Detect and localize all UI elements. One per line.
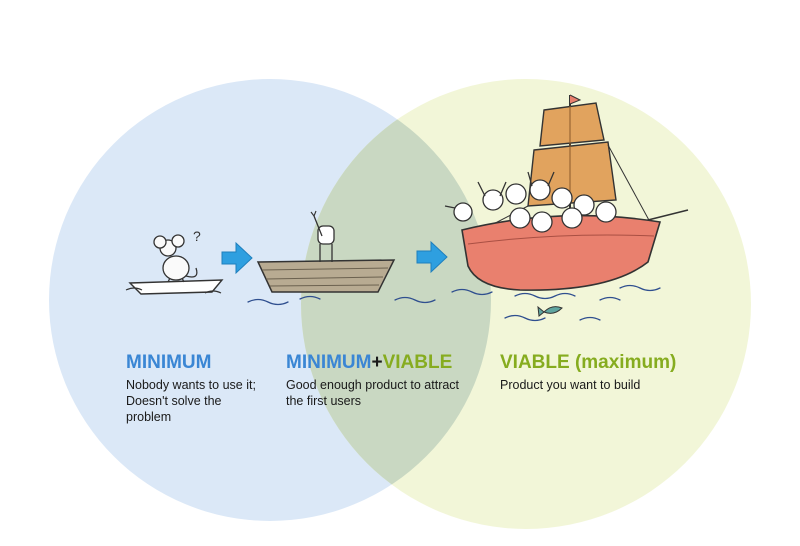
minimum-desc-line-3: problem [126, 410, 172, 424]
mvp-desc-line-1: Good enough product to attract [286, 378, 460, 392]
viable-title: VIABLE (maximum) [500, 352, 677, 373]
minimum-description: Nobody wants to use it; Doesn't solve th… [126, 377, 286, 425]
mouse-raft [125, 279, 224, 295]
minimum-section: MINIMUM Nobody wants to use it; Doesn't … [126, 352, 286, 425]
mvp-desc-line-2: the first users [286, 394, 362, 408]
minimum-viable-description: Good enough product to attract the first… [286, 377, 496, 409]
mvp-title-viable: VIABLE [382, 352, 453, 373]
mvp-title-minimum: MINIMUM [286, 352, 372, 373]
minimum-desc-line-2: Doesn't solve the [126, 394, 222, 408]
wooden-boat-icon [256, 210, 396, 293]
overlap-region [301, 79, 491, 521]
minimum-viable-title: MINIMUM+VIABLE [286, 352, 496, 374]
arrow-right-icon [221, 241, 253, 275]
viable-section: VIABLE (maximum) Product you want to bui… [500, 352, 700, 393]
mouse-icon [153, 234, 198, 283]
minimum-viable-section: MINIMUM+VIABLE Good enough product to at… [286, 352, 496, 409]
fish-icon [537, 305, 563, 317]
minimum-title: MINIMUM [126, 352, 212, 373]
viable-description: Product you want to build [500, 377, 700, 393]
minimum-desc-line-1: Nobody wants to use it; [126, 378, 256, 392]
pirate-ship-icon [444, 94, 689, 291]
question-mark-icon: ? [193, 228, 201, 244]
viable-desc-line-1: Product you want to build [500, 378, 641, 392]
arrow-right-icon-2 [416, 240, 448, 274]
mvp-title-plus: + [371, 352, 383, 373]
water-lines [247, 284, 661, 322]
